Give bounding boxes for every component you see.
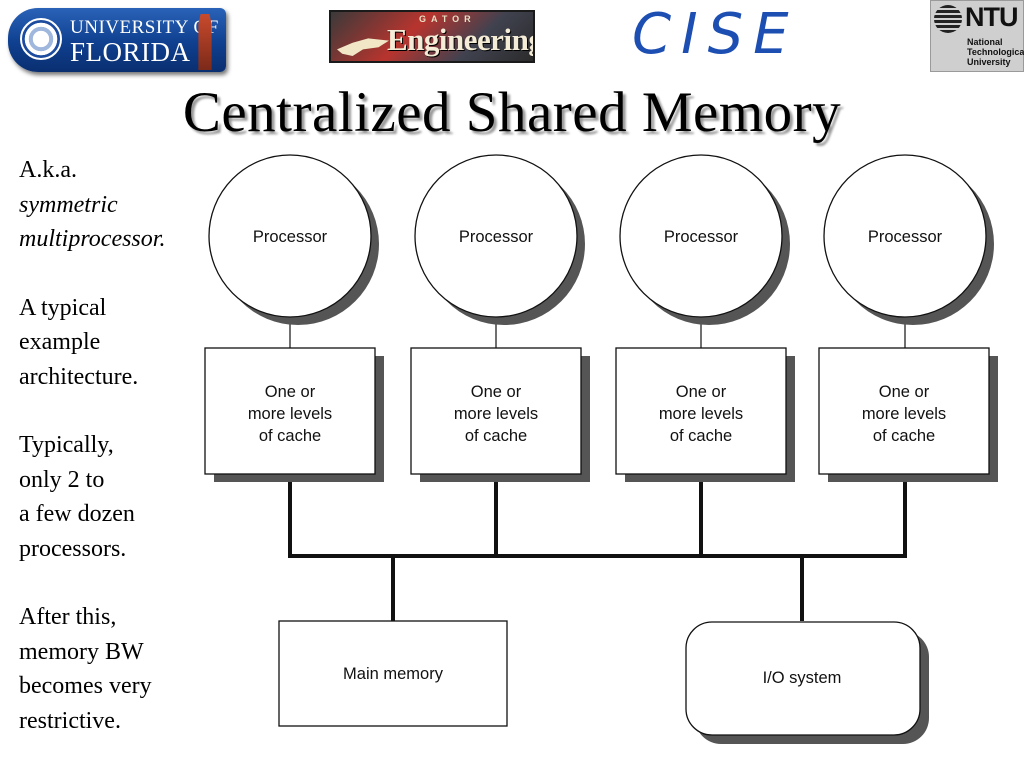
cache-label-line: One or	[471, 383, 522, 401]
processor-node: Processor	[208, 154, 379, 325]
note-line: multiprocessor.	[19, 226, 166, 252]
university-of-florida-logo: UNIVERSITY OF FLORIDA	[8, 8, 226, 72]
cache-label-line: One or	[265, 383, 316, 401]
cache-label-line: more levels	[454, 405, 538, 423]
ntu-logo-sub2: Technological	[967, 47, 1024, 57]
note-line: symmetric	[19, 191, 118, 218]
note-line: Typically,	[19, 432, 114, 458]
note-line: becomes very	[19, 673, 152, 699]
ntu-logo: NTU National Technological University	[930, 0, 1024, 72]
note-line: A typical	[19, 294, 107, 321]
cache-label-line: of cache	[873, 427, 935, 445]
uf-logo-line1: UNIVERSITY OF	[70, 17, 219, 38]
cache-rect	[204, 347, 376, 475]
gator-logo-main-text: Engineering	[387, 22, 535, 57]
uf-seal-icon	[20, 18, 62, 60]
processor-label: Processor	[868, 228, 943, 246]
cache-label-line: One or	[676, 383, 727, 401]
cache-box: One or more levels of cache	[204, 347, 384, 482]
ntu-logo-title: NTU	[965, 2, 1018, 32]
note-line: only 2 to	[19, 466, 105, 493]
cache-label-line: more levels	[659, 405, 743, 423]
cache-label-line: of cache	[670, 427, 732, 445]
cache-rect	[410, 347, 582, 475]
processor-node: Processor	[823, 154, 994, 325]
processor-node: Processor	[619, 154, 790, 325]
note-line: A.k.a.	[19, 157, 77, 183]
cache-rect	[615, 347, 787, 475]
century-tower-icon	[198, 14, 212, 70]
processor-label: Processor	[253, 228, 328, 246]
note-line: architecture.	[19, 363, 139, 390]
processor-label: Processor	[459, 228, 534, 246]
cache-label-line: more levels	[248, 405, 332, 423]
ntu-globe-icon	[934, 5, 962, 33]
cache-label-line: of cache	[465, 427, 527, 445]
ntu-logo-sub3: University	[967, 57, 1011, 67]
note-processor-count: Typically, only 2 to a few dozen process…	[19, 428, 204, 566]
cache-box: One or more levels of cache	[818, 347, 998, 482]
gator-engineering-logo: GATOR Engineering	[329, 10, 535, 63]
ntu-logo-sub1: National	[967, 37, 1003, 47]
slide-notes: A.k.a. symmetric multiprocessor. A typic…	[19, 153, 204, 772]
processor-circle	[208, 154, 372, 318]
processor-node: Processor	[414, 154, 585, 325]
note-aka: A.k.a. symmetric multiprocessor.	[19, 153, 204, 257]
note-line: memory BW	[19, 638, 144, 665]
uf-logo-line2: FLORIDA	[70, 37, 191, 67]
main-memory-rect	[278, 620, 508, 727]
note-line: After this,	[19, 604, 117, 630]
main-memory-label: Main memory	[343, 665, 444, 683]
processor-circle	[414, 154, 578, 318]
note-line: a few dozen	[19, 501, 135, 527]
note-line: restrictive.	[19, 707, 121, 734]
cache-box: One or more levels of cache	[410, 347, 590, 482]
gator-logo-top-text: GATOR	[419, 14, 476, 24]
note-line: processors.	[19, 535, 127, 562]
slide-title: Centralized Shared Memory	[182, 81, 842, 144]
cache-box: One or more levels of cache	[615, 347, 795, 482]
io-system-label: I/O system	[763, 669, 842, 687]
note-line: example	[19, 329, 101, 355]
cache-label-line: more levels	[862, 405, 946, 423]
cache-label-line: One or	[879, 383, 930, 401]
note-bandwidth: After this, memory BW becomes very restr…	[19, 600, 204, 738]
processor-label: Processor	[664, 228, 739, 246]
cise-logo: CISE	[632, 2, 799, 67]
io-system-box: I/O system	[685, 621, 929, 744]
note-typical: A typical example architecture.	[19, 291, 204, 395]
cache-label-line: of cache	[259, 427, 321, 445]
processor-circle	[823, 154, 987, 318]
main-memory-box: Main memory	[278, 620, 508, 727]
processor-circle	[619, 154, 783, 318]
cache-rect	[818, 347, 990, 475]
io-system-rect	[685, 621, 921, 736]
